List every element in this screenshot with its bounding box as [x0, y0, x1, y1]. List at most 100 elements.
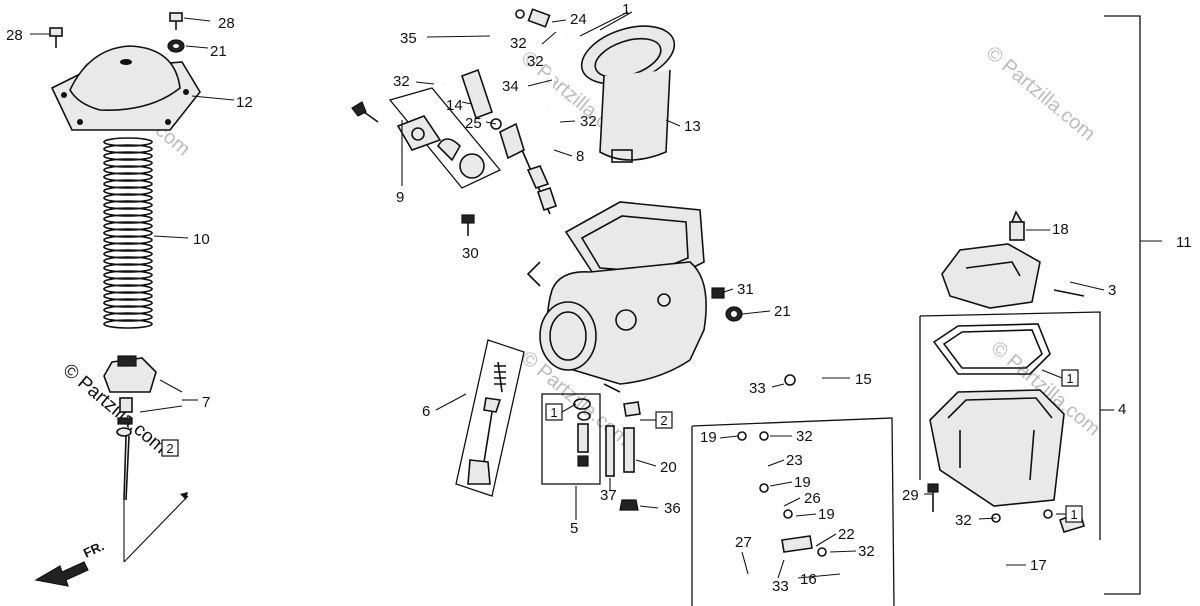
- callout-4: 4: [1118, 401, 1126, 418]
- leader-line: [767, 459, 785, 467]
- leader-line: [461, 101, 473, 105]
- clip-21-right: [725, 306, 743, 322]
- assembly-pointer-1: [579, 11, 633, 37]
- callout-32: 32: [955, 512, 972, 529]
- spring-coil: [103, 151, 153, 161]
- callout-23: 23: [786, 452, 803, 469]
- spring-coil: [103, 291, 153, 301]
- callout-37: 37: [600, 487, 617, 504]
- spring-coil: [103, 186, 153, 196]
- hose-35: [441, 9, 522, 85]
- leader-line: [485, 121, 497, 125]
- float-3: [941, 243, 1085, 309]
- spring-coil: [103, 242, 153, 252]
- callout-1: 1: [622, 1, 630, 18]
- callout-28: 28: [218, 15, 235, 32]
- gasket-1: [932, 323, 1051, 375]
- front-direction-arrow: FR.: [34, 538, 106, 587]
- watermark-text: © Partzilla.com: [982, 42, 1099, 145]
- boxed-callout-1: 1: [545, 403, 563, 421]
- clip-21: [167, 39, 185, 53]
- leader-line: [769, 481, 793, 487]
- callout-3: 3: [1108, 282, 1116, 299]
- leader-line: [426, 35, 491, 38]
- spring-coil: [103, 319, 153, 329]
- clamp-33: [784, 374, 796, 386]
- needle-jet-37: [605, 425, 615, 477]
- callout-21: 21: [210, 43, 227, 60]
- leader-line: [783, 497, 801, 507]
- screw-29: [927, 483, 939, 512]
- callout-29: 29: [902, 487, 919, 504]
- spring-coil: [103, 312, 153, 322]
- callout-30: 30: [462, 245, 479, 262]
- spring-coil: [103, 228, 153, 238]
- leader-line: [191, 95, 235, 101]
- callout-14: 14: [446, 97, 463, 114]
- boxed-callout-2: 2: [655, 411, 673, 429]
- spring-10: [103, 137, 153, 329]
- boxed-callout-label: 1: [550, 405, 557, 420]
- callout-19: 19: [794, 474, 811, 491]
- leader-line: [978, 517, 997, 520]
- leader-line: [795, 513, 817, 517]
- callout-33: 33: [772, 578, 789, 595]
- spring-coil: [103, 235, 153, 245]
- boxed-callout-1: 1: [1065, 505, 1083, 523]
- callout-32: 32: [580, 113, 597, 130]
- callout-22: 22: [838, 526, 855, 543]
- callout-36: 36: [664, 500, 681, 517]
- top-cover-12: [50, 45, 201, 131]
- leader-line: [435, 393, 467, 411]
- boxed-callout-2: 2: [161, 439, 179, 457]
- callout-25: 25: [465, 115, 482, 132]
- spring-coil: [103, 144, 153, 154]
- leader-lines: [30, 17, 1114, 579]
- callout-24: 24: [570, 11, 587, 28]
- jet-assembly-5: [541, 393, 601, 485]
- callout-11: 11: [1176, 234, 1192, 251]
- leader-line: [527, 79, 553, 87]
- spring-coil: [103, 270, 153, 280]
- leader-line: [723, 288, 734, 293]
- leader-line: [665, 119, 681, 127]
- spring-coil: [103, 165, 153, 175]
- screw-36: [619, 499, 639, 511]
- callout-12: 12: [236, 94, 253, 111]
- hose-34: [545, 34, 569, 109]
- callout-7: 7: [202, 394, 210, 411]
- callout-31: 31: [737, 281, 754, 298]
- boxed-callout-1: 1: [1061, 369, 1079, 387]
- leader-line: [561, 403, 577, 413]
- leader-line: [815, 533, 837, 547]
- callout-13: 13: [684, 118, 701, 135]
- spring-coil: [103, 200, 153, 210]
- leader-line: [777, 559, 785, 579]
- spring-coil: [103, 249, 153, 259]
- leader-line: [635, 459, 657, 467]
- drain-plug-2: [623, 401, 641, 417]
- callout-8: 8: [576, 148, 584, 165]
- needle-valve-8: [499, 122, 558, 215]
- leader-line: [741, 551, 749, 575]
- boxed-callout-label: 2: [660, 413, 667, 428]
- float-chamber-frame: [919, 311, 1101, 540]
- front-label: FR.: [81, 538, 106, 560]
- callout-33: 33: [749, 380, 766, 397]
- drain-tube-17: [991, 529, 1009, 601]
- spring-coil: [103, 193, 153, 203]
- leader-line: [639, 505, 659, 509]
- leader-line: [559, 120, 576, 123]
- leader-line: [139, 405, 183, 413]
- boxed-callout-label: 1: [1070, 507, 1077, 522]
- callout-19: 19: [818, 506, 835, 523]
- leader-line: [797, 573, 841, 579]
- callout-32: 32: [527, 53, 544, 70]
- callout-18: 18: [1052, 221, 1069, 238]
- spring-coil: [103, 263, 153, 273]
- screw-30: [461, 214, 475, 236]
- callout-32: 32: [796, 428, 813, 445]
- spring-coil: [103, 137, 153, 147]
